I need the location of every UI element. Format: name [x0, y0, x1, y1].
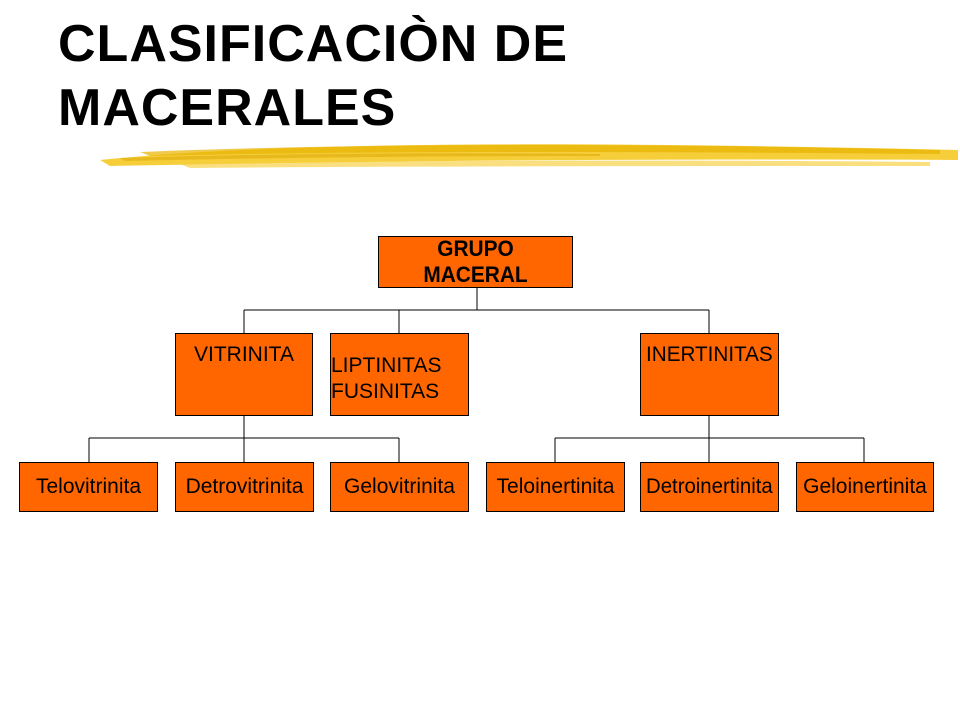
group-node-label-line-1: LIPTINITAS [331, 353, 442, 377]
slide-title: CLASIFICACIÒN DE MACERALES [58, 12, 568, 140]
leaf-node-detroinertinita: Detroinertinita [640, 462, 779, 512]
leaf-node-label: Detroinertinita [646, 475, 773, 498]
group-node-label: INERTINITAS [646, 343, 773, 366]
title-line-2: MACERALES [58, 79, 397, 137]
group-node-label-line-2: FUSINITAS [331, 379, 440, 403]
leaf-node-label: Detrovitrinita [185, 475, 304, 498]
leaf-node-label: Teloinertinita [496, 475, 615, 498]
leaf-node-detrovitrinita: Detrovitrinita [175, 462, 314, 512]
group-node-label: VITRINITA [194, 343, 294, 366]
root-node-label: GRUPO MACERAL [423, 236, 528, 287]
group-node-liptinitas-fusinitas: LIPTINITAS FUSINITAS [330, 333, 469, 416]
leaf-node-label: Geloinertinita [803, 475, 927, 498]
group-node-vitrinita: VITRINITA [175, 333, 313, 416]
leaf-node-gelovitrinita: Gelovitrinita [330, 462, 469, 512]
group-node-inertinitas: INERTINITAS [640, 333, 779, 416]
leaf-node-telovitrinita: Telovitrinita [19, 462, 158, 512]
leaf-node-teloinertinita: Teloinertinita [486, 462, 625, 512]
title-line-1: CLASIFICACIÒN DE [58, 15, 568, 73]
leaf-node-label: Telovitrinita [35, 475, 142, 498]
leaf-node-label: Gelovitrinita [344, 475, 455, 498]
title-underline-stroke [100, 144, 958, 168]
root-node-grupo-maceral: GRUPO MACERAL [378, 236, 573, 288]
leaf-node-geloinertinita: Geloinertinita [796, 462, 934, 512]
